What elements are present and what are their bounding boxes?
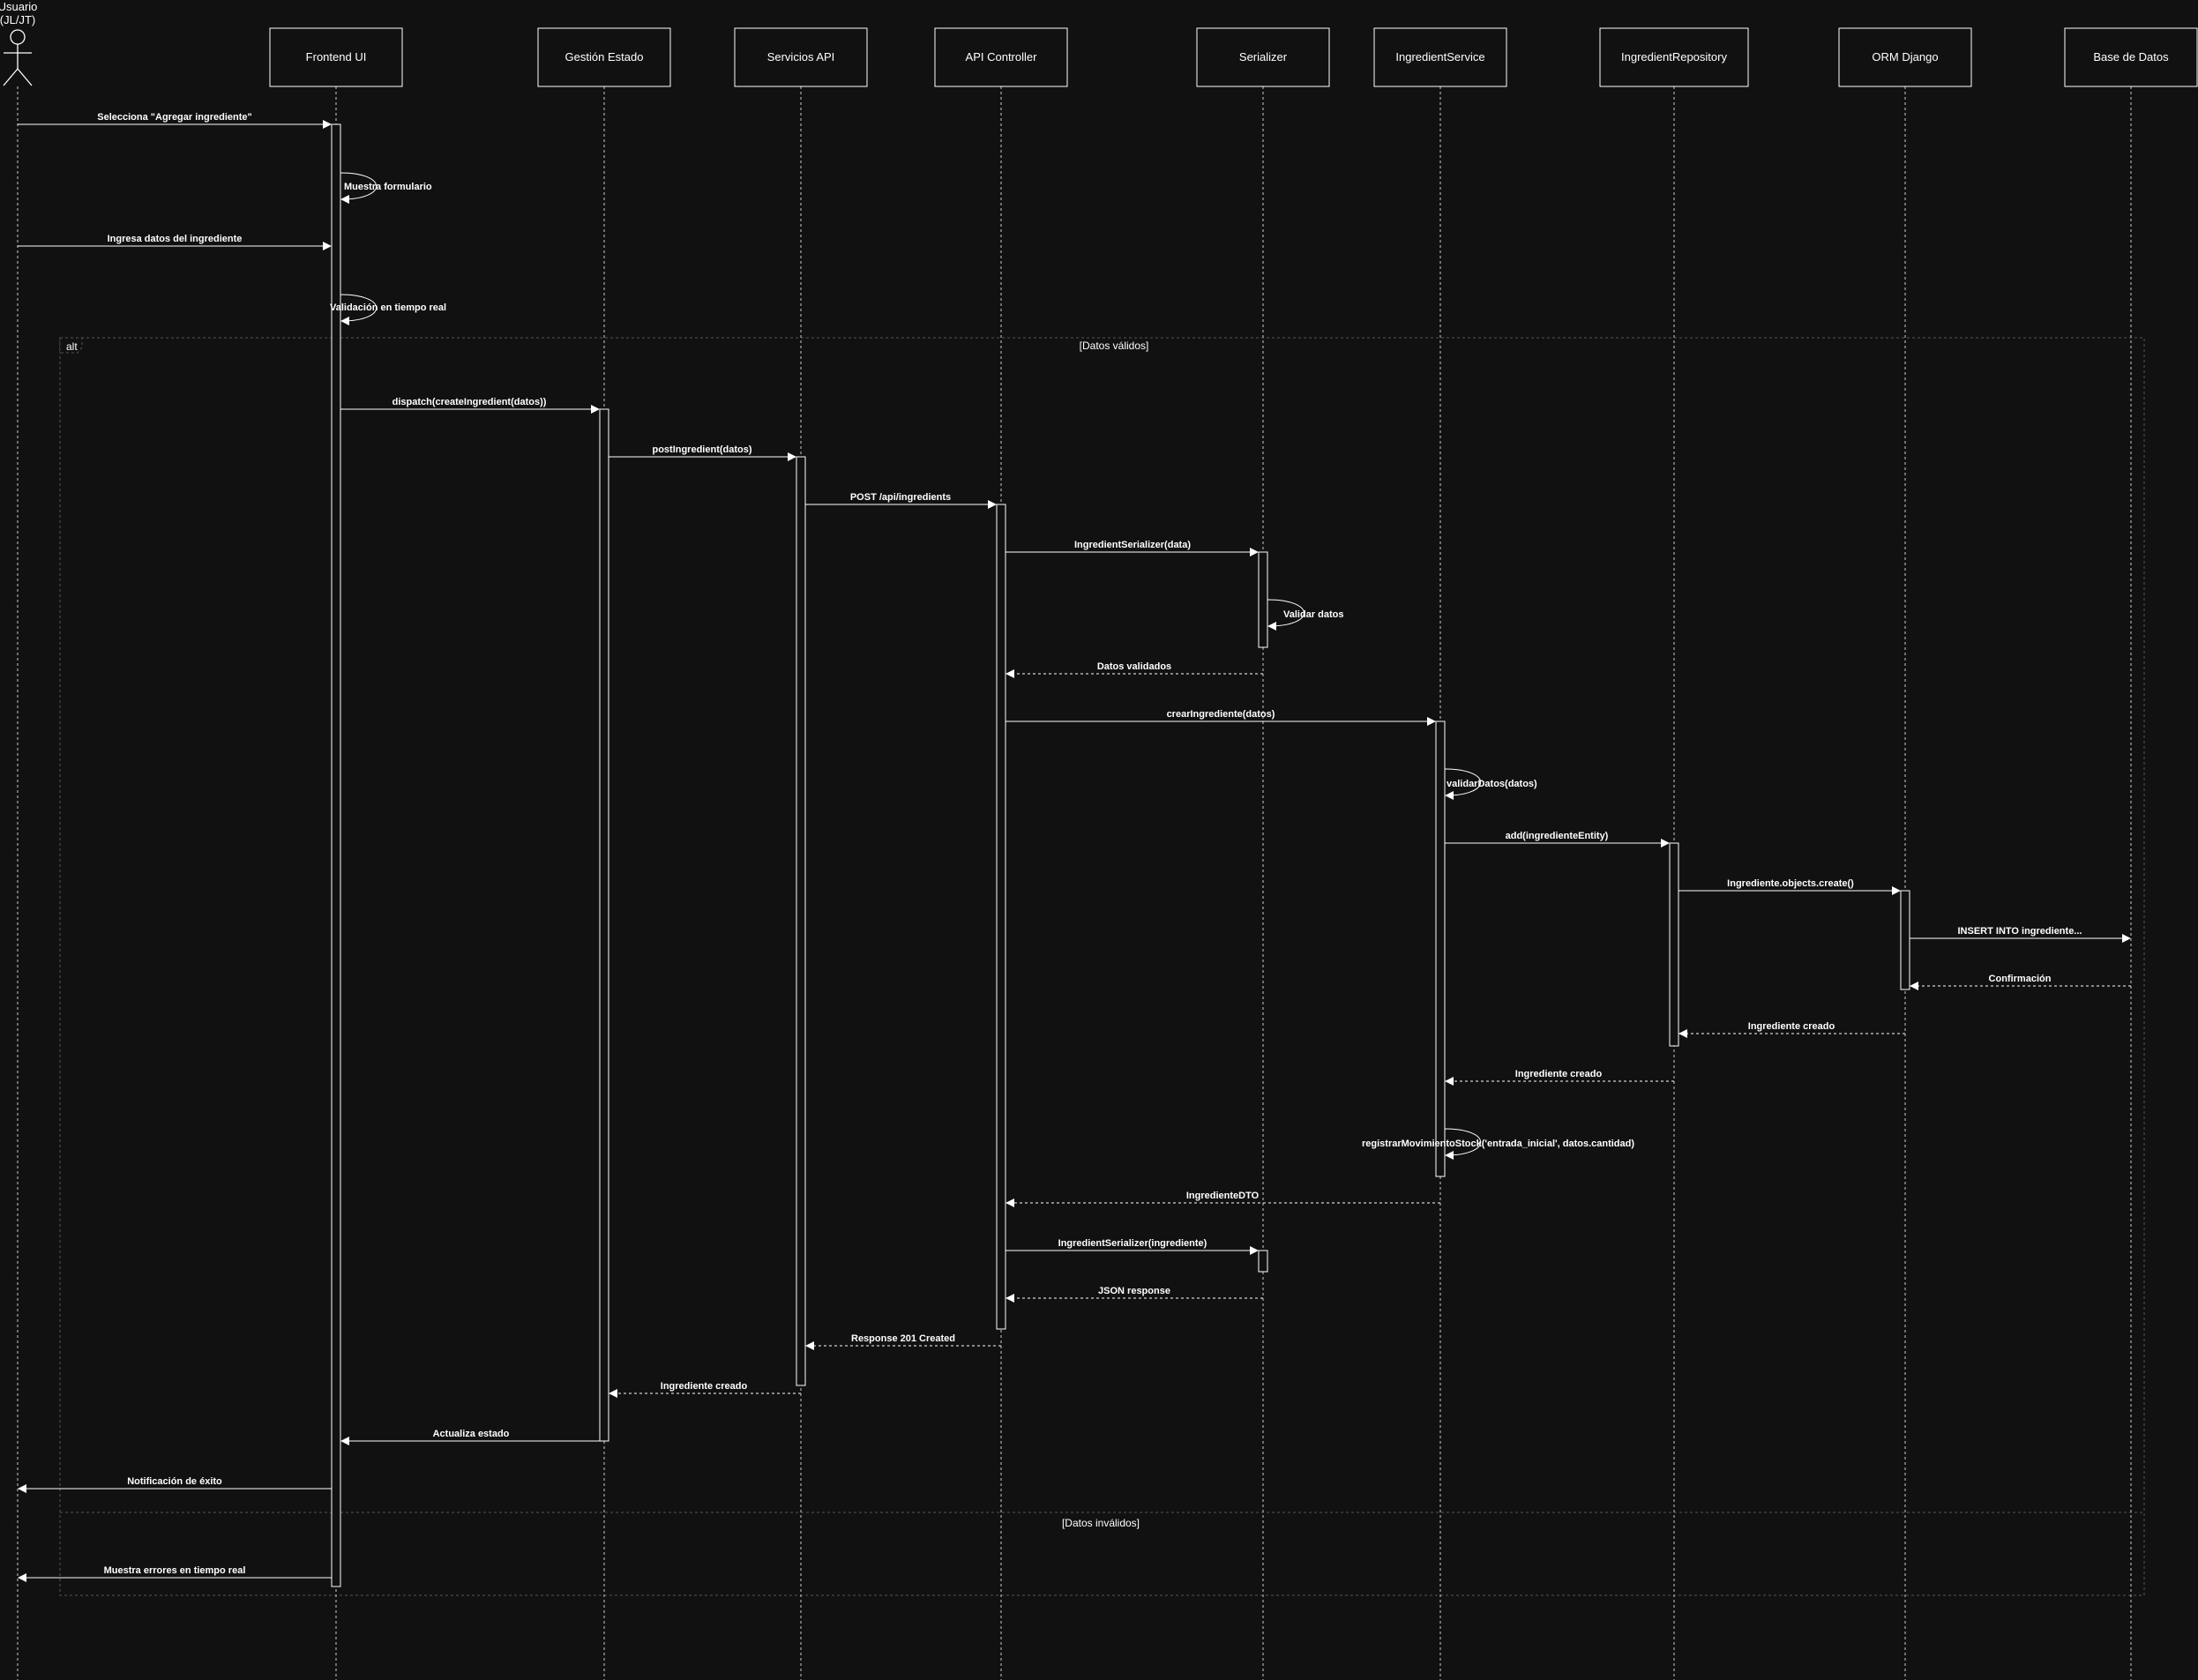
participant-controller-label: API Controller — [966, 50, 1038, 63]
self-message-label: Validar datos — [1283, 609, 1343, 620]
activation-orm — [1900, 890, 1910, 990]
self-message-arrow — [1267, 599, 1305, 631]
message-label: postIngredient(datos) — [652, 444, 751, 455]
participants: Usuario (JL/JT) Frontend UI Gestión Esta… — [0, 0, 2198, 87]
guard-invalid: [Datos inválidos] — [1062, 1517, 1140, 1529]
participant-ingrepo-label: IngredientRepository — [1621, 50, 1727, 63]
message-label: Ingrediente creado — [661, 1381, 748, 1392]
message-label: Actualiza estado — [433, 1429, 510, 1439]
self-message-arrow — [340, 294, 378, 325]
self-message-label: registrarMovimientoStock('entrada_inicia… — [1362, 1139, 1634, 1149]
activation-serializer-2 — [1258, 1250, 1268, 1273]
activation-servicios — [796, 456, 806, 1386]
participant-frontend: Frontend UI — [269, 27, 403, 87]
participant-db-label: Base de Datos — [2093, 50, 2169, 63]
activation-controller — [996, 504, 1006, 1330]
message-label: Muestra errores en tiempo real — [104, 1565, 246, 1576]
participant-ingservice-label: IngredientService — [1395, 50, 1484, 63]
message-label: POST /api/ingredients — [850, 492, 951, 503]
message-label: dispatch(createIngredient(datos)) — [392, 397, 547, 407]
participant-orm-label: ORM Django — [1872, 50, 1938, 63]
participant-serializer-label: Serializer — [1239, 50, 1288, 63]
message-label: INSERT INTO ingrediente... — [1958, 926, 2082, 937]
activation-frontend — [331, 123, 341, 1587]
alt-operator-label: alt — [66, 340, 78, 353]
activation-estado — [599, 408, 609, 1442]
message-label: Ingrediente creado — [1748, 1021, 1835, 1032]
message-label: IngredienteDTO — [1186, 1191, 1260, 1201]
activation-ingrepo — [1669, 842, 1679, 1047]
alt-fragment-frame — [59, 337, 2145, 1596]
message-label: Ingrediente creado — [1515, 1069, 1603, 1079]
activation-serializer-1 — [1258, 551, 1268, 648]
participant-db: Base de Datos — [2064, 27, 2198, 87]
participant-servicios-label: Servicios API — [767, 50, 835, 63]
message-label: Ingresa datos del ingrediente — [108, 234, 243, 244]
activation-ingservice — [1435, 721, 1446, 1177]
participant-ingservice: IngredientService — [1373, 27, 1507, 87]
message-label: Notificación de éxito — [127, 1476, 222, 1487]
message-label: Selecciona "Agregar ingrediente" — [97, 112, 251, 123]
guard-valid: [Datos válidos] — [1080, 340, 1149, 352]
participant-frontend-label: Frontend UI — [306, 50, 367, 63]
self-message-label: Validación en tiempo real — [330, 302, 446, 313]
alt-operator-tab — [59, 337, 83, 354]
message-label: add(ingredienteEntity) — [1506, 831, 1609, 841]
participant-estado-label: Gestión Estado — [565, 50, 644, 63]
participant-orm: ORM Django — [1838, 27, 1972, 87]
message-label: crearIngrediente(datos) — [1167, 709, 1275, 720]
message-label: Ingrediente.objects.create() — [1727, 878, 1854, 889]
activation-bars — [331, 123, 1910, 1587]
participant-servicios: Servicios API — [734, 27, 868, 87]
self-message-arrow — [1444, 1128, 1482, 1160]
actor-usuario-label-line2: (JL/JT) — [0, 13, 35, 26]
participant-controller: API Controller — [934, 27, 1068, 87]
actor-usuario: Usuario (JL/JT) — [0, 0, 37, 86]
message-label: IngredientSerializer(data) — [1074, 540, 1191, 550]
messages: Selecciona "Agregar ingrediente" Muestra… — [18, 112, 2131, 1582]
participant-serializer: Serializer — [1196, 27, 1330, 87]
actor-stick-figure-icon — [3, 29, 33, 86]
message-label: Datos validados — [1097, 661, 1171, 672]
message-label: IngredientSerializer(ingrediente) — [1058, 1238, 1207, 1249]
self-message-label: validarDatos(datos) — [1447, 779, 1537, 789]
self-message-label: Muestra formulario — [344, 182, 432, 192]
message-label: Response 201 Created — [851, 1333, 955, 1344]
actor-usuario-label-line1: Usuario — [0, 0, 37, 13]
message-label: Confirmación — [1989, 974, 2052, 984]
self-message-arrow — [340, 172, 378, 204]
participant-estado: Gestión Estado — [537, 27, 671, 87]
participant-ingrepo: IngredientRepository — [1599, 27, 1749, 87]
alt-fragment: alt [Datos válidos] [Datos inválidos] — [59, 337, 2145, 1596]
self-message-arrow — [1444, 768, 1482, 800]
message-label: JSON response — [1098, 1286, 1170, 1296]
